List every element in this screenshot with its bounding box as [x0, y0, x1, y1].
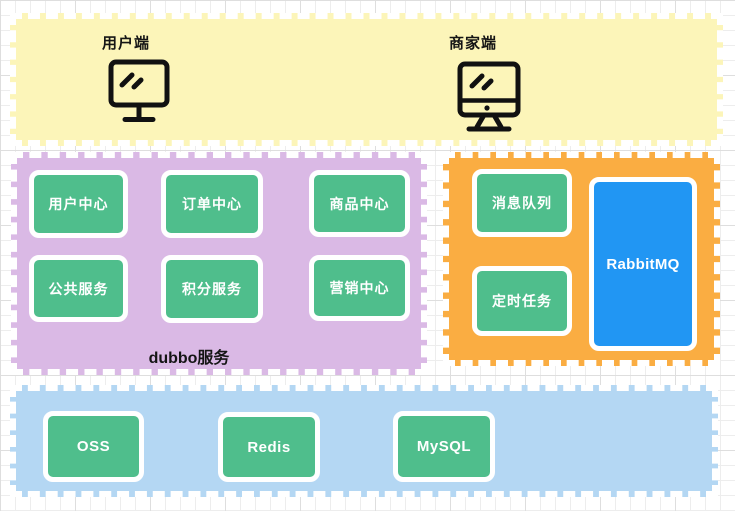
monitor-icon — [108, 59, 170, 123]
user-client-label: 用户端 — [102, 35, 151, 52]
box-points-service: 积分服务 — [161, 255, 263, 323]
section-clients: 用户端 商家端 — [10, 13, 723, 146]
box-product-center: 商品中心 — [309, 170, 410, 237]
section-message-queue: 消息队列 定时任务 RabbitMQ — [443, 152, 720, 366]
box-order-center: 订单中心 — [161, 170, 263, 238]
box-user-center: 用户中心 — [29, 170, 128, 238]
imac-icon — [457, 61, 521, 133]
merchant-client-label: 商家端 — [449, 35, 498, 52]
section-storage: OSS Redis MySQL — [10, 385, 718, 497]
box-mysql: MySQL — [393, 411, 495, 482]
box-message-queue: 消息队列 — [472, 169, 572, 237]
box-scheduled-tasks: 定时任务 — [472, 266, 572, 336]
box-marketing-center: 营销中心 — [309, 255, 410, 321]
section-dubbo-services: 用户中心 订单中心 商品中心 公共服务 积分服务 营销中心 dubbo服务 — [11, 152, 427, 375]
box-oss: OSS — [43, 411, 144, 482]
box-redis: Redis — [218, 412, 320, 482]
box-rabbitmq: RabbitMQ — [589, 177, 697, 351]
box-common-service: 公共服务 — [29, 255, 128, 322]
dubbo-section-label: dubbo服务 — [148, 350, 230, 367]
